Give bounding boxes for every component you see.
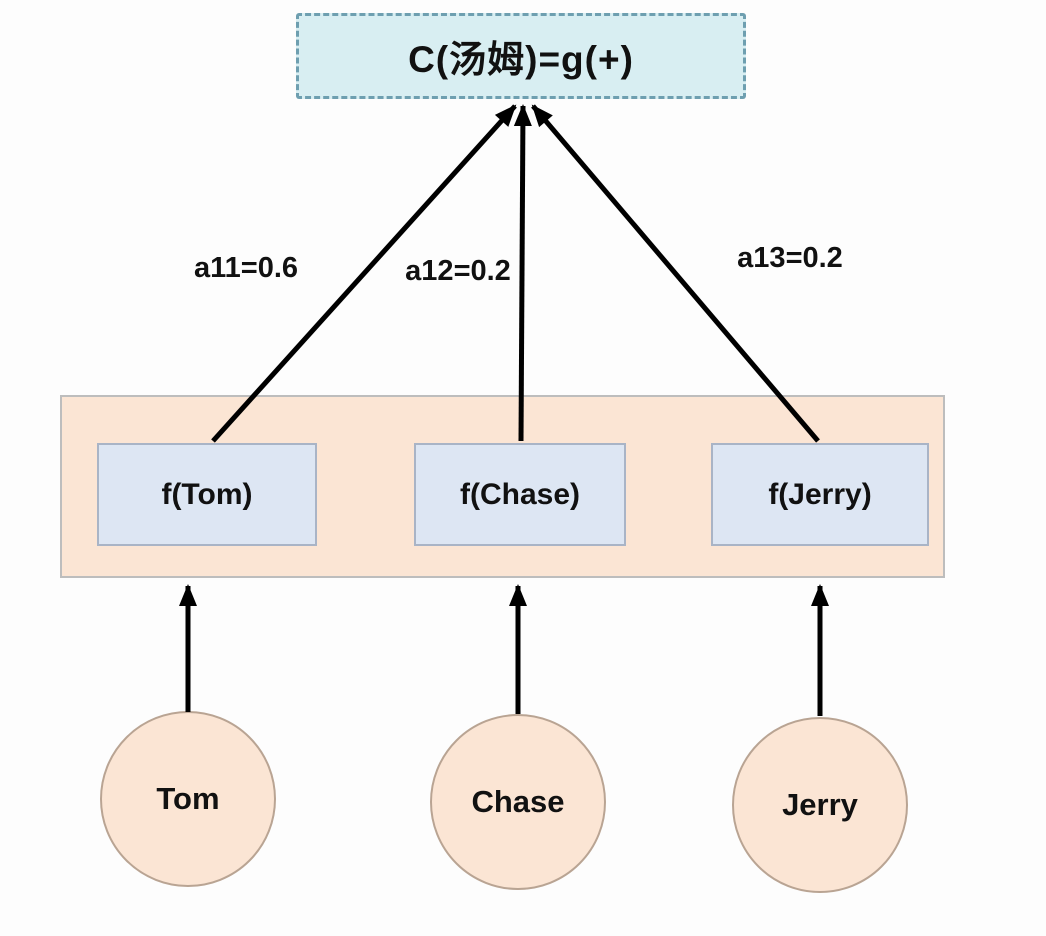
input-node-chase: Chase (430, 714, 606, 890)
weight-label-a13: a13=0.2 (737, 242, 843, 274)
weight-label-a11: a11=0.6 (193, 252, 299, 284)
input-node-jerry-label: Jerry (782, 787, 858, 822)
feature-box-jerry: f(Jerry) (711, 443, 929, 546)
weight-label-a12: a12=0.2 (405, 255, 511, 287)
edge-fchase-to-output (513, 104, 532, 442)
feature-box-jerry-label: f(Jerry) (768, 477, 872, 511)
feature-box-chase: f(Chase) (414, 443, 626, 546)
output-box-label: C(汤姆)=g(+) (408, 39, 634, 80)
feature-box-tom-label: f(Tom) (161, 477, 253, 511)
feature-box-tom: f(Tom) (97, 443, 317, 546)
input-node-tom: Tom (100, 711, 276, 887)
input-node-tom-label: Tom (156, 781, 220, 816)
input-node-chase-label: Chase (471, 784, 565, 819)
input-node-jerry: Jerry (732, 717, 908, 893)
output-box: C(汤姆)=g(+) (296, 13, 746, 99)
feature-box-chase-label: f(Chase) (459, 477, 580, 511)
